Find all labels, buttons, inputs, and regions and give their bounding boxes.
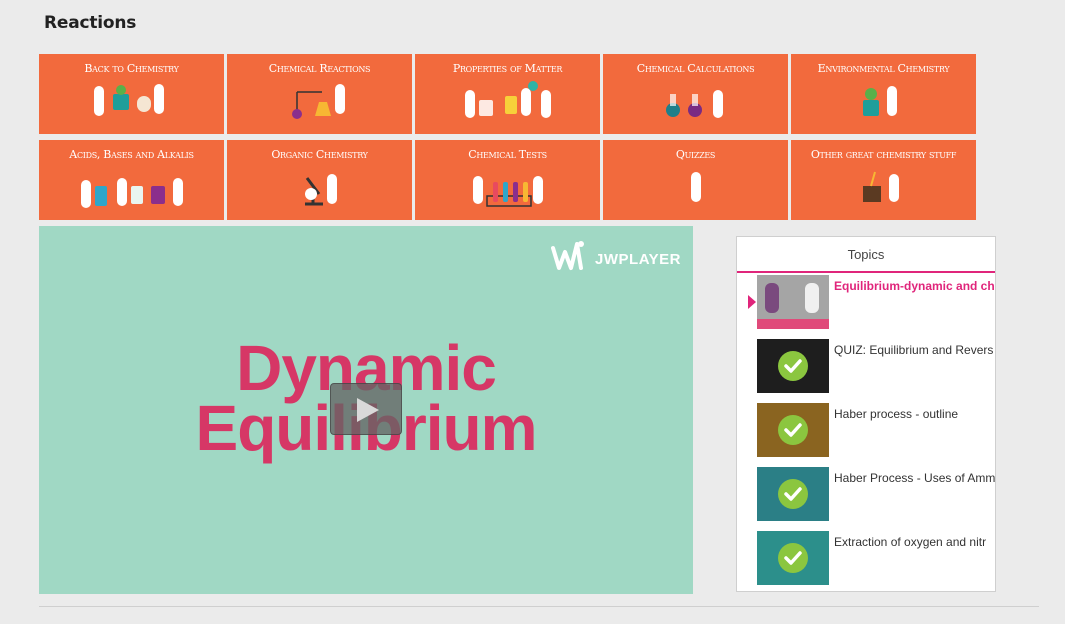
tile-organic-chemistry[interactable]: Organic Chemistry [227, 140, 412, 220]
tile-label: Properties of Matter [452, 62, 563, 75]
page-title: Reactions [44, 13, 137, 33]
topic-item[interactable]: QUIZ: Equilibrium and Revers [737, 339, 995, 395]
jwplayer-text: JWPLAYER [595, 250, 681, 268]
topic-thumbnail [757, 403, 829, 457]
topic-item[interactable]: Haber Process - Uses of Amm [737, 467, 996, 523]
jwplayer-logo[interactable]: JWPLAYER [551, 238, 681, 280]
tile-chemical-tests[interactable]: Chemical Tests [415, 140, 600, 220]
scientists-with-balloon-icon [415, 80, 600, 130]
tile-label: Chemical Tests [468, 148, 547, 161]
topic-thumbnail [757, 531, 829, 585]
tile-chemical-reactions[interactable]: Chemical Reactions [227, 54, 412, 134]
completed-check-icon [778, 543, 808, 573]
completed-check-icon [778, 479, 808, 509]
flasks-icon [603, 80, 788, 130]
play-button[interactable] [330, 383, 402, 435]
divider [39, 606, 1039, 607]
video-player[interactable]: Dynamic Equilibrium JWPLAYER [39, 226, 693, 594]
tile-chemical-calculations[interactable]: Chemical Calculations [603, 54, 788, 134]
scientist-with-box-icon [791, 166, 976, 216]
scientist-with-plant-icon [791, 80, 976, 130]
test-tubes-icon [415, 166, 600, 216]
tile-other-chemistry-stuff[interactable]: Other great chemistry stuff [791, 140, 976, 220]
tile-quizzes[interactable]: Quizzes [603, 140, 788, 220]
tile-back-to-chemistry[interactable]: Back to Chemistry [39, 54, 224, 134]
topics-header: Topics [737, 237, 995, 273]
tile-properties-of-matter[interactable]: Properties of Matter [415, 54, 600, 134]
tile-label: Quizzes [675, 148, 716, 161]
topic-thumbnail [757, 467, 829, 521]
scientists-with-bottles-icon [39, 166, 224, 216]
scientist-with-lab-apparatus-icon [227, 80, 412, 130]
tile-label: Acids, Bases and Alkalis [69, 148, 194, 161]
completed-check-icon [778, 351, 808, 381]
topic-thumbnail [757, 275, 829, 329]
scientist-icon [603, 166, 788, 216]
topic-title: Haber process - outline [834, 407, 959, 421]
tile-label: Chemical Calculations [636, 62, 755, 75]
tile-label: Other great chemistry stuff [810, 148, 957, 161]
topic-title: Extraction of oxygen and nitr [834, 535, 987, 549]
tile-environmental-chemistry[interactable]: Environmental Chemistry [791, 54, 976, 134]
tile-acids-bases-alkalis[interactable]: Acids, Bases and Alkalis [39, 140, 224, 220]
topic-title: QUIZ: Equilibrium and Revers [834, 343, 994, 357]
play-icon [357, 398, 379, 422]
completed-check-icon [778, 415, 808, 445]
current-topic-marker-icon [748, 295, 756, 309]
tile-label: Organic Chemistry [271, 148, 368, 161]
topic-title: Equilibrium-dynamic and cha [834, 279, 996, 293]
topic-item[interactable]: Extraction of oxygen and nitr [737, 531, 995, 587]
scientists-with-beaker-icon [39, 80, 224, 130]
tile-label: Back to Chemistry [84, 62, 179, 75]
topic-thumbnail [757, 339, 829, 393]
tile-label: Chemical Reactions [268, 62, 371, 75]
topics-panel: Topics Equilibrium-dynamic and cha QUIZ:… [736, 236, 996, 592]
jwplayer-mark-icon [551, 238, 591, 280]
topic-item[interactable]: Equilibrium-dynamic and cha [737, 275, 996, 331]
topic-title: Haber Process - Uses of Amm [834, 471, 996, 485]
microscope-icon [227, 166, 412, 216]
tile-label: Environmental Chemistry [817, 62, 950, 75]
topic-item[interactable]: Haber process - outline [737, 403, 995, 459]
